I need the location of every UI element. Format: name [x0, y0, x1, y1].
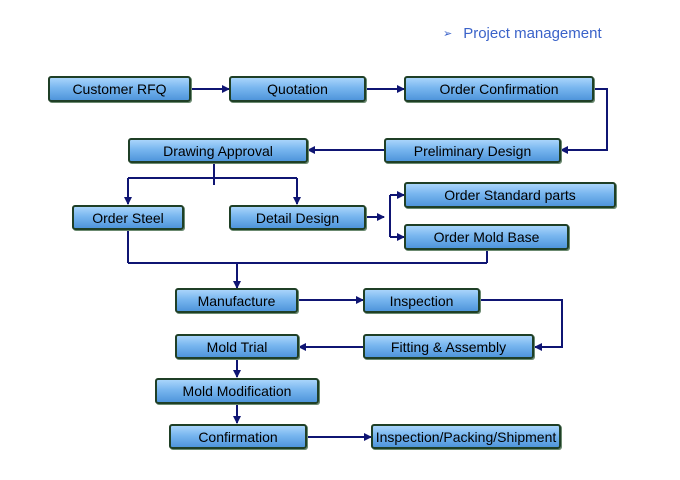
step-customer-rfq: Customer RFQ	[48, 76, 191, 102]
step-order-steel: Order Steel	[72, 205, 184, 230]
header-title-line: ➢ Project management	[443, 25, 602, 42]
step-mold-trial: Mold Trial	[175, 334, 299, 359]
step-preliminary-design: Preliminary Design	[384, 138, 561, 163]
step-manufacture: Manufacture	[175, 288, 298, 313]
arrow-bullet-icon: ➢	[443, 28, 453, 40]
step-inspection-packing-shipment: Inspection/Packing/Shipment	[371, 424, 561, 449]
step-order-standard-parts: Order Standard parts	[404, 182, 616, 208]
header-title: Project management	[463, 25, 602, 42]
step-quotation: Quotation	[229, 76, 366, 102]
step-order-confirmation: Order Confirmation	[404, 76, 594, 102]
step-confirmation: Confirmation	[169, 424, 307, 449]
arrow-inspection-to-fitting	[479, 299, 563, 351]
arrow-order-confirmation-to-preliminary-design	[560, 88, 608, 154]
step-fitting-assembly: Fitting & Assembly	[363, 334, 534, 359]
step-drawing-approval: Drawing Approval	[128, 138, 308, 163]
step-inspection: Inspection	[363, 288, 480, 313]
step-detail-design: Detail Design	[229, 205, 366, 230]
step-mold-modification: Mold Modification	[155, 378, 319, 404]
step-order-mold-base: Order Mold Base	[404, 224, 569, 250]
